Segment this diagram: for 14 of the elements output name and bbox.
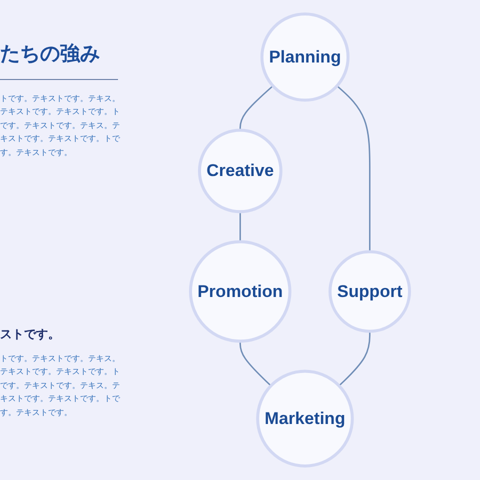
subheading: ストです。 (0, 326, 60, 343)
circle-node: Marketing (256, 370, 354, 468)
circle-node: Support (328, 250, 411, 333)
body-text: トです。テキストです。テキス。テキストです。テキストです。トです。テキストです。テキス。テキストです。テキストです。トです。テキストです。 (0, 353, 120, 419)
connector-line (239, 212, 241, 242)
connector-line (338, 331, 370, 386)
circle-node: Planning (260, 12, 350, 102)
connector-line (239, 341, 272, 386)
circle-node: Creative (198, 128, 282, 214)
circle-node: Promotion (189, 240, 292, 343)
title-heading: たちの強み (0, 40, 100, 67)
body-text: トです。テキストです。テキス。テキストです。テキストです。トです。テキストです。テキス。テキストです。テキストです。トです。テキストです。 (0, 93, 120, 159)
connector-line (239, 85, 274, 130)
connector-line (336, 85, 370, 252)
